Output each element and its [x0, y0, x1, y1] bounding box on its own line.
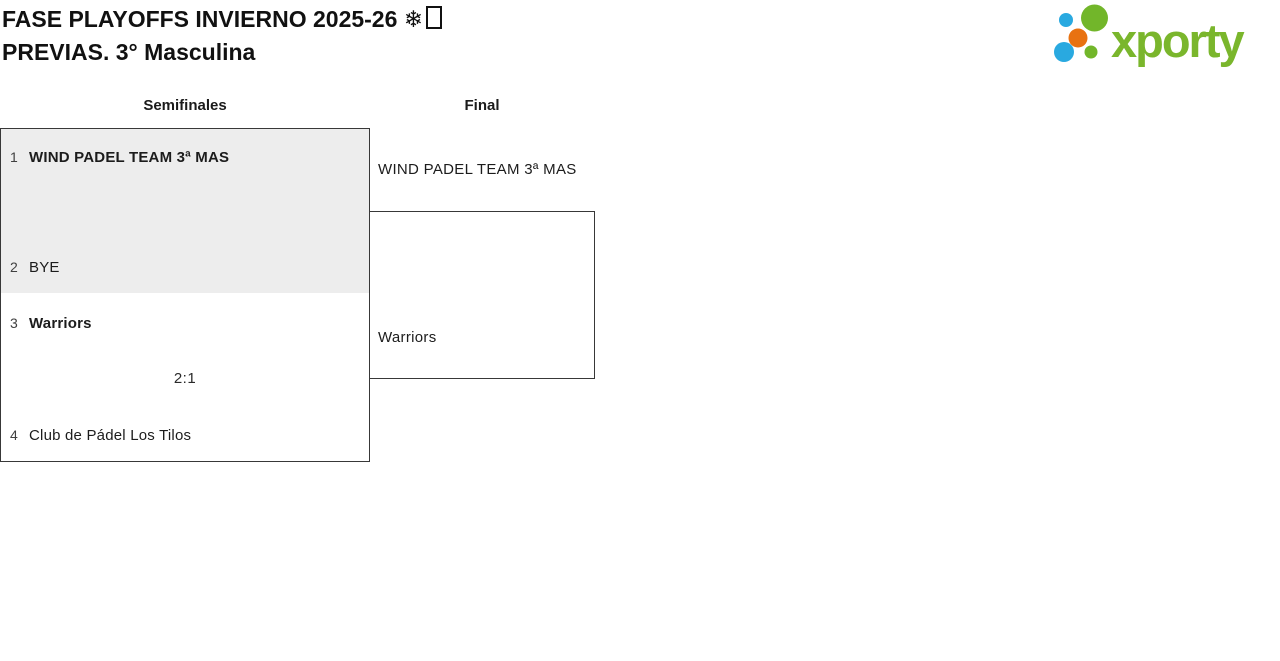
final-top-team[interactable]: WIND PADEL TEAM 3ª MAS	[378, 161, 577, 178]
sf1-bottom-team-row[interactable]: 2 BYE	[10, 257, 60, 278]
sf1-top-team-row[interactable]: 1 WIND PADEL TEAM 3ª MAS	[10, 147, 229, 168]
seed-number: 2	[10, 259, 18, 275]
sf2-top-team-row[interactable]: 3 Warriors	[10, 313, 92, 334]
missing-glyph-box	[426, 6, 443, 29]
team-name: Warriors	[29, 315, 92, 332]
team-name: Club de Pádel Los Tilos	[29, 427, 192, 444]
sf2-bottom-team-row[interactable]: 4 Club de Pádel Los Tilos	[10, 425, 191, 446]
xporty-logo-dots-icon	[1054, 4, 1108, 62]
title-text-line1: FASE PLAYOFFS INVIERNO 2025-26 ❄	[2, 6, 424, 32]
xporty-logo[interactable]: xporty	[1048, 0, 1278, 75]
page-title-line1: FASE PLAYOFFS INVIERNO 2025-26 ❄	[2, 3, 443, 36]
semifinal-2-match-box	[0, 293, 370, 462]
page-title-line2: PREVIAS. 3° Masculina	[2, 39, 256, 65]
team-name: BYE	[29, 259, 60, 276]
seed-number: 1	[10, 149, 18, 165]
final-match-box	[369, 211, 595, 379]
xporty-logo-text: xporty	[1111, 14, 1245, 67]
round-header-semifinales: Semifinales	[143, 97, 227, 114]
round-header-final: Final	[464, 97, 500, 114]
seed-number: 4	[10, 427, 18, 443]
semifinal-1-match-box	[0, 128, 370, 294]
final-bottom-team[interactable]: Warriors	[378, 329, 437, 346]
team-name: WIND PADEL TEAM 3ª MAS	[29, 149, 230, 166]
sf2-match-score: 2:1	[173, 370, 197, 387]
page-title: FASE PLAYOFFS INVIERNO 2025-26 ❄ PREVIAS…	[2, 3, 443, 69]
seed-number: 3	[10, 315, 18, 331]
